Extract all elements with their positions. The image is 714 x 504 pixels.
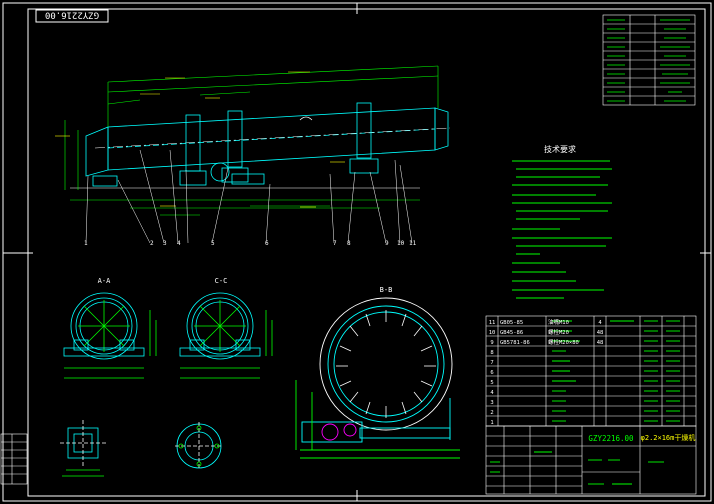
section-bb-view xyxy=(295,297,460,459)
balloon-10: 10 xyxy=(397,240,405,247)
balloon-6: 6 xyxy=(265,240,269,247)
code-stamp: GZY2216.00 xyxy=(35,9,109,23)
balloon-8: 8 xyxy=(347,240,351,247)
code-stamp-text: GZY2216.00 xyxy=(45,10,99,20)
balloon-9: 9 xyxy=(385,240,389,247)
parts-no-11: 11 xyxy=(489,320,496,326)
main-elevation-view xyxy=(70,102,451,189)
parts-no-7: 7 xyxy=(490,360,493,366)
parts-qty-10: 48 xyxy=(597,330,604,336)
balloon-5: 5 xyxy=(211,240,215,247)
section-aa-label: A-A xyxy=(98,277,111,285)
detail-flange-view xyxy=(175,422,223,470)
parts-name-10: 螺栓M20 xyxy=(548,328,569,336)
parts-no-6: 6 xyxy=(490,370,493,376)
main-view-leaders xyxy=(85,149,413,244)
parts-code-10: GB45-86 xyxy=(500,330,523,336)
section-bb-label: B-B xyxy=(380,286,393,294)
section-aa-view xyxy=(63,292,157,379)
title-block-grid xyxy=(485,425,697,495)
parts-no-10: 10 xyxy=(489,330,496,336)
parts-list-grid xyxy=(485,315,697,427)
parts-list-entries xyxy=(552,320,680,422)
parts-code-9: GB5781-86 xyxy=(500,340,530,346)
section-cc-label: C-C xyxy=(215,277,228,285)
parts-no-4: 4 xyxy=(490,390,494,396)
title-block-code: GZY2216.00 xyxy=(588,434,634,443)
main-view-text xyxy=(55,71,345,208)
title-block-name: φ2.2×16m干燥机 xyxy=(641,433,696,442)
section-cc-view xyxy=(179,292,273,379)
balloon-3: 3 xyxy=(163,240,167,247)
detail-square-view xyxy=(60,420,106,477)
left-mini-table xyxy=(0,433,28,485)
parts-no-5: 5 xyxy=(490,380,493,386)
tech-requirements-title: 技术要求 xyxy=(544,144,576,154)
parts-no-1: 1 xyxy=(490,420,493,426)
balloon-7: 7 xyxy=(333,240,337,247)
parts-no-9: 9 xyxy=(490,340,493,346)
title-block-entries xyxy=(490,451,664,485)
parts-no-8: 8 xyxy=(490,350,493,356)
parts-name-11: 油嘴M10 xyxy=(548,318,569,326)
parts-name-9: 螺栓M20×80 xyxy=(548,338,579,346)
parts-qty-9: 48 xyxy=(597,340,604,346)
balloon-2: 2 xyxy=(150,240,154,247)
parts-no-2: 2 xyxy=(490,410,493,416)
parts-no-3: 3 xyxy=(490,400,493,406)
parts-qty-11: 4 xyxy=(598,320,602,326)
param-table-fill xyxy=(607,19,690,102)
balloon-4: 4 xyxy=(177,240,181,247)
balloon-11: 11 xyxy=(409,240,417,247)
parts-list-text: 11 GB05-85 油嘴M10 4 10 GB45-86 螺栓M20 48 9… xyxy=(489,318,604,426)
balloon-1: 1 xyxy=(84,240,88,247)
param-table xyxy=(602,14,696,106)
tech-requirements: 技术要求 xyxy=(512,144,612,299)
parts-code-11: GB05-85 xyxy=(500,320,523,326)
